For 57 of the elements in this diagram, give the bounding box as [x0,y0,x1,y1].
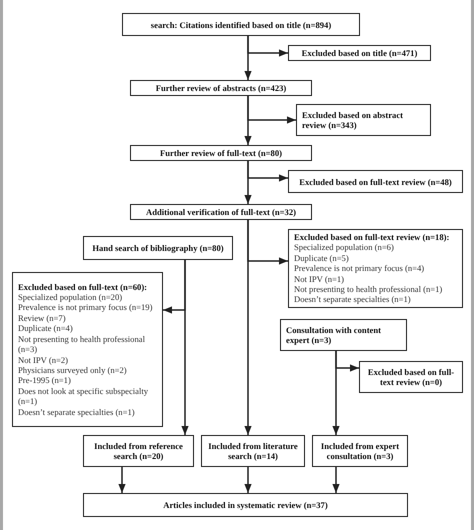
process-box [83,435,194,467]
box-heading: Hand search of bibliography (n=80) [92,243,224,253]
list-item: Not presenting to health professional (n=1) [294,284,442,294]
process-box [288,45,431,61]
list-item: Not IPV (n=2) [18,354,68,365]
process-box [201,435,305,467]
box-heading: Included from reference search (n=20) [93,441,184,461]
list-item: Specialized population (n=6) [294,242,394,253]
process-box [122,13,360,36]
list-item: Not IPV (n=1) [294,274,344,284]
process-box [280,319,407,351]
list-item: Does not look at specific subspecialty (n=1) [18,386,150,407]
list-item: Prevalence is not primary focus (n=4) [294,263,424,274]
box-heading: Included from expert consultation (n=3) [320,441,400,461]
box-heading: Included from literature search (n=14) [207,441,299,461]
process-box [288,170,463,193]
process-box [288,229,463,308]
box-heading: Excluded based on title (n=471) [302,48,418,58]
process-box [296,104,431,136]
arrow [244,161,252,204]
list-item: Specialized population (n=20) [18,292,122,302]
list-item: Doesn’t separate specialties (n=1) [18,406,135,417]
list-item: Prevalence is not primary focus (n=19) [18,302,152,313]
arrow [244,36,252,80]
box-heading: Excluded based on full-text (n=60): [18,282,148,292]
list-item: Not presenting to health professional (n=3) [18,334,146,354]
box-heading: Excluded based on abstract review (n=343) [302,110,404,130]
process-box [130,145,312,161]
arrow [181,260,189,435]
box-heading: Consultation with content expert (n=3) [286,325,382,345]
box-heading: Articles included in systematic review (n=37) [163,500,328,510]
box-heading: Excluded based on full-text review (n=48) [299,176,452,186]
arrow [244,96,252,145]
box-heading: Additional verification of full-text (n=32) [146,207,296,217]
list-item: Pre-1995 (n=1) [18,375,71,386]
list-item: Doesn’t separate specialties (n=1) [294,294,411,305]
process-box [359,361,463,393]
process-box [130,80,312,96]
box-heading: search: Citations identified based on title (n=894) [150,20,332,30]
box-heading: Excluded based on full-text review (n=0) [366,367,456,387]
arrow [118,467,126,493]
arrow [244,467,252,493]
arrow [244,220,252,435]
list-item: Physicians surveyed only (n=2) [18,364,127,376]
process-box [83,236,233,260]
process-box [312,435,408,467]
box-heading: Further review of abstracts (n=423) [156,83,286,93]
list-item: Review (n=7) [18,312,66,324]
process-box [12,272,163,427]
arrow [332,467,340,493]
arrow [332,351,340,435]
box-heading: Excluded based on full-text review (n=18): [294,232,450,242]
process-box [83,493,408,517]
box-heading: Further review of full-text (n=80) [160,148,282,158]
list-item: Duplicate (n=4) [18,323,73,334]
list-item: Duplicate (n=5) [294,252,349,264]
process-box [130,204,312,220]
